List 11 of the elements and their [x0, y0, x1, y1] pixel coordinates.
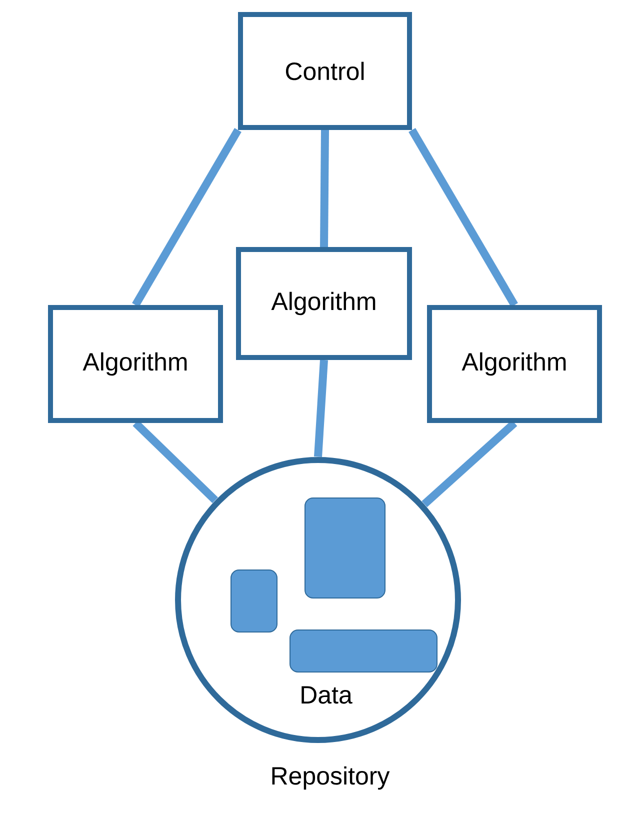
connector-line	[132, 420, 218, 504]
process-box: Control	[238, 12, 412, 130]
connector-line	[422, 420, 518, 508]
connector-line	[132, 128, 242, 308]
process-box: Algorithm	[236, 247, 412, 360]
process-box: Algorithm	[48, 305, 223, 423]
connector-line	[314, 360, 328, 458]
node-label: Repository	[272, 766, 390, 790]
connector-line	[408, 128, 518, 307]
process-box: Algorithm	[427, 305, 602, 423]
connector-line	[320, 130, 329, 248]
